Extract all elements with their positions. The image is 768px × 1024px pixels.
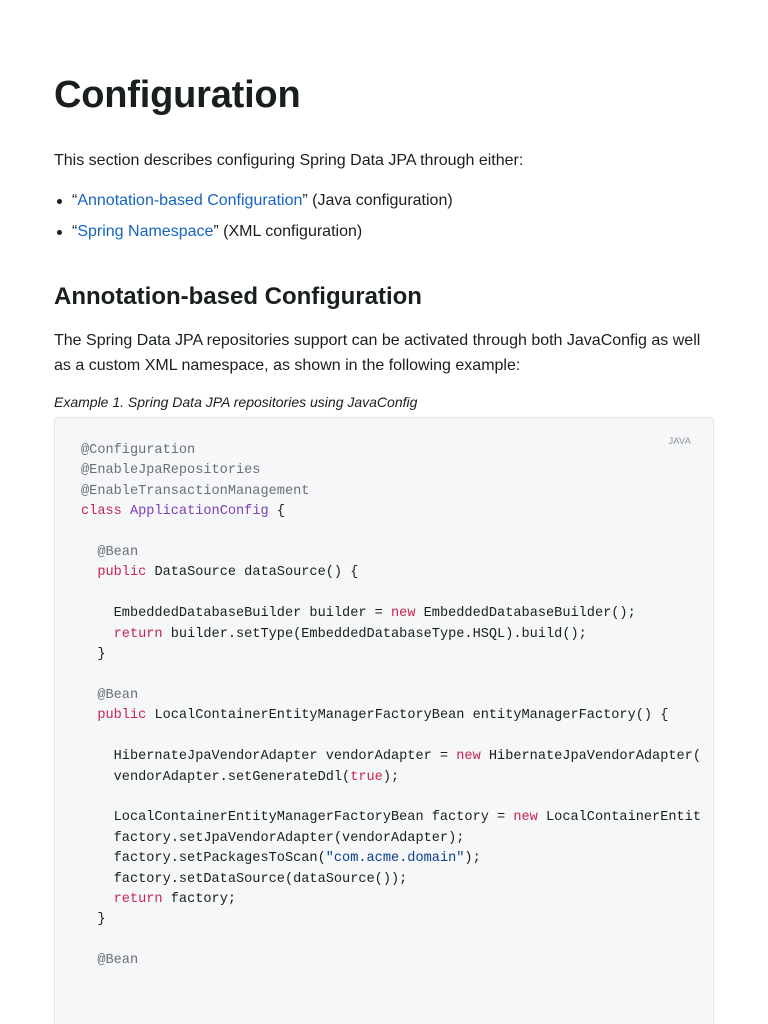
- code-token: vendorAdapter.setGenerateDdl(: [81, 769, 351, 785]
- code-token: [81, 627, 114, 642]
- code-line: public DataSource dataSource() {: [81, 563, 701, 583]
- code-token: class: [81, 504, 122, 520]
- close-quote: ”: [302, 192, 308, 209]
- configuration-options-list: “Annotation-based Configuration” (Java c…: [57, 191, 710, 253]
- code-token: LocalContainerEntityManagerFactoryBean e…: [146, 708, 669, 724]
- section-heading: Annotation-based Configuration: [54, 283, 422, 310]
- code-token: EmbeddedDatabaseBuilder();: [415, 606, 636, 622]
- code-line: [81, 665, 701, 685]
- code-line: }: [81, 645, 701, 665]
- page-title: Configuration: [54, 74, 301, 116]
- code-token: public: [97, 565, 147, 581]
- code-line: [81, 523, 701, 543]
- code-token: factory.setPackagesToScan(: [81, 851, 326, 867]
- code-line: @Bean: [81, 686, 701, 706]
- list-item-suffix: (XML configuration): [218, 223, 363, 240]
- code-token: factory.setDataSource(dataSource());: [81, 871, 408, 887]
- code-token: @Configuration: [81, 443, 196, 458]
- code-token: }: [81, 647, 106, 663]
- code-token: @EnableJpaRepositories: [81, 463, 261, 479]
- code-line: @Configuration: [81, 441, 701, 461]
- code-token: true: [350, 769, 383, 785]
- code-line: factory.setJpaVendorAdapter(vendorAdapte…: [81, 829, 701, 849]
- code-line: vendorAdapter.setGenerateDdl(true);: [81, 768, 701, 788]
- code-token: return: [113, 891, 163, 907]
- code-line: EmbeddedDatabaseBuilder builder = new Em…: [81, 604, 701, 624]
- code-token: @Bean: [97, 545, 139, 561]
- code-token: );: [464, 851, 481, 867]
- code-token: factory.setJpaVendorAdapter(vendorAdapte…: [81, 830, 465, 846]
- code-token: @Bean: [97, 687, 139, 703]
- code-token: DataSource dataSource() {: [146, 565, 359, 581]
- open-quote: “: [72, 192, 78, 209]
- code-token: "com.acme.domain": [325, 851, 465, 867]
- open-quote: “: [72, 223, 78, 240]
- code-token: HibernateJpaVendorAdapter vendorAdapter …: [81, 749, 457, 765]
- code-token: [81, 953, 97, 968]
- section-paragraph: The Spring Data JPA repositories support…: [54, 332, 701, 374]
- code-line: HibernateJpaVendorAdapter vendorAdapter …: [81, 747, 701, 767]
- code-line: @Bean: [81, 951, 701, 971]
- code-token: [81, 892, 114, 907]
- code-block: JAVA @Configuration @EnableJpaRepositorie…: [54, 417, 714, 1024]
- code-line: @Bean: [81, 543, 701, 563]
- code-listing: @Configuration @EnableJpaRepositories @Ena…: [81, 441, 701, 972]
- code-token: return: [113, 626, 163, 642]
- code-token: );: [382, 769, 400, 785]
- code-line: return factory;: [81, 890, 701, 910]
- code-token: new: [513, 810, 538, 826]
- code-token: factory;: [162, 891, 237, 907]
- code-token: @EnableTransactionManagement: [81, 483, 310, 499]
- annotation-config-link[interactable]: Annotation-based Configuration: [77, 192, 303, 209]
- example-caption: Example 1. Spring Data JPA repositories …: [54, 394, 418, 410]
- close-quote: ”: [213, 223, 219, 240]
- code-line: factory.setDataSource(dataSource());: [81, 870, 701, 890]
- code-line: [81, 788, 701, 808]
- code-line: return builder.setType(EmbeddedDatabaseT…: [81, 625, 701, 645]
- code-line: [81, 584, 701, 604]
- code-token: builder.setType(EmbeddedDatabaseType.HSQ…: [162, 626, 587, 642]
- code-token: LocalContainerEntityManagerFactoryBean()…: [546, 810, 701, 826]
- intro-text: This section describes configuring Sprin…: [54, 152, 524, 169]
- code-token: @Bean: [97, 953, 139, 969]
- list-item: “Annotation-based Configuration” (Java c…: [57, 191, 710, 222]
- code-line: LocalContainerEntityManagerFactoryBean f…: [81, 808, 701, 828]
- list-item: “Spring Namespace” (XML configuration): [57, 222, 710, 253]
- code-line: @EnableJpaRepositories: [81, 461, 701, 481]
- list-item-suffix: (Java configuration): [307, 192, 453, 209]
- code-token: [81, 688, 97, 703]
- code-token: }: [81, 912, 106, 928]
- code-token: LocalContainerEntityManagerFactoryBean f…: [81, 810, 514, 826]
- code-token: EmbeddedDatabaseBuilder builder =: [81, 606, 391, 622]
- code-line: class ApplicationConfig {: [81, 502, 701, 522]
- code-token: ApplicationConfig: [129, 504, 269, 520]
- code-line: [81, 727, 701, 747]
- code-line: [81, 931, 701, 951]
- code-token: [81, 545, 97, 560]
- spring-namespace-link[interactable]: Spring Namespace: [77, 223, 214, 240]
- code-language-label: JAVA: [668, 436, 691, 446]
- code-token: HibernateJpaVendorAdapter();: [480, 749, 701, 765]
- code-token: new: [391, 606, 416, 622]
- code-line: factory.setPackagesToScan("com.acme.doma…: [81, 849, 701, 869]
- code-token: [81, 708, 97, 723]
- code-token: [122, 504, 130, 519]
- code-token: new: [456, 749, 481, 765]
- code-line: @EnableTransactionManagement: [81, 482, 701, 502]
- code-token: {: [268, 504, 285, 520]
- code-token: [81, 565, 97, 580]
- code-line: }: [81, 910, 701, 930]
- code-token: public: [97, 708, 147, 724]
- code-line: public LocalContainerEntityManagerFactor…: [81, 706, 701, 726]
